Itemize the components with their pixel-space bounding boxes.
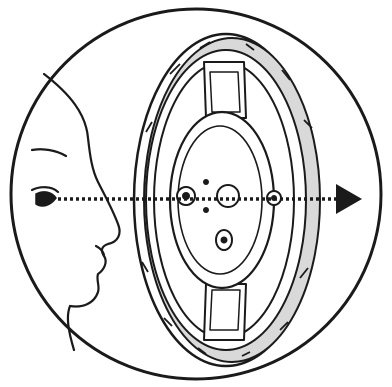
driver-sightline-diagram	[0, 0, 392, 387]
illustration-canvas	[0, 0, 392, 387]
